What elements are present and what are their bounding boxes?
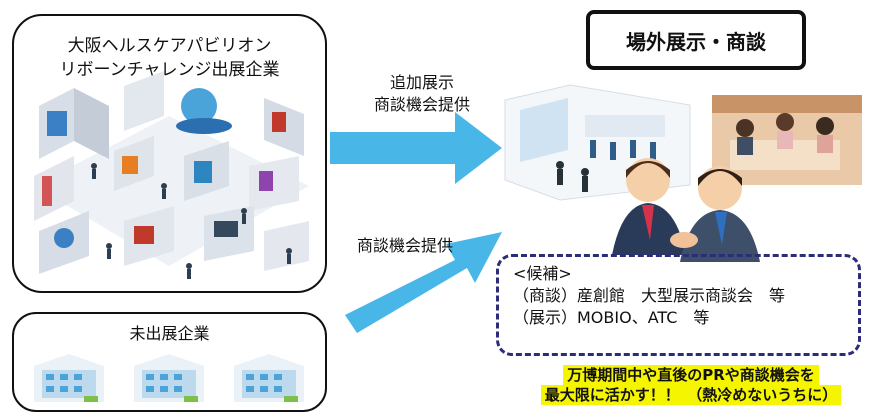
arrow-right-top bbox=[330, 112, 502, 184]
arrow-bottom-label: 商談機会提供 bbox=[356, 236, 453, 255]
exhibitors-title: 大阪ヘルスケアパビリオン リボーンチャレンジ出展企業 bbox=[59, 36, 280, 80]
arrow-top-label: 追加展示 商談機会提供 bbox=[373, 73, 470, 114]
non-exhibitors-box: 未出展企業 bbox=[12, 312, 327, 412]
office-buildings-illustration bbox=[34, 354, 304, 402]
candidates-header: <候補> bbox=[513, 264, 572, 283]
handshake-illustration bbox=[612, 158, 760, 262]
exhibition-hall-illustration bbox=[34, 71, 309, 279]
candidates-line-business: （商談）産創館 大型展示商談会 等 bbox=[513, 286, 786, 305]
candidates-line-exhibit: （展示）MOBIO、ATC 等 bbox=[513, 308, 710, 327]
candidates-box: <候補> （商談）産創館 大型展示商談会 等 （展示）MOBIO、ATC 等 bbox=[496, 254, 861, 356]
highlight-line-2: 最大限に活かす！！ （熱冷めないうちに） bbox=[540, 385, 842, 405]
offsite-title: 場外展示・商談 bbox=[586, 10, 806, 70]
exhibitors-box: 大阪ヘルスケアパビリオン リボーンチャレンジ出展企業 bbox=[12, 14, 327, 293]
non-exhibitors-title: 未出展企業 bbox=[129, 324, 210, 343]
highlight-line-1: 万博期間中や直後のPRや商談機会を bbox=[563, 365, 819, 385]
highlight-message: 万博期間中や直後のPRや商談機会を 最大限に活かす！！ （熱冷めないうちに） bbox=[521, 365, 861, 405]
meeting-photo bbox=[712, 95, 862, 185]
